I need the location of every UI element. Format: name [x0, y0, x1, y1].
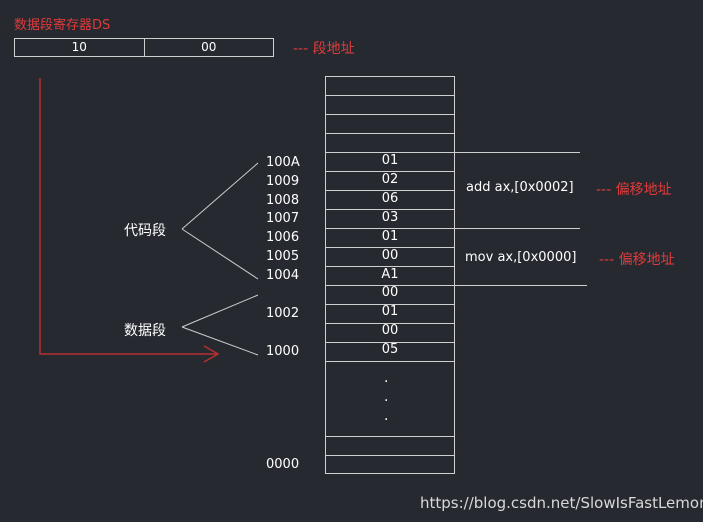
- address-label: 1007: [266, 211, 300, 226]
- memory-divider: [325, 95, 455, 96]
- code-segment-bracket-top: [181, 162, 259, 230]
- base-address-label: 0000: [266, 457, 300, 472]
- ds-register-low-byte: 00: [143, 39, 274, 56]
- memory-divider: [325, 304, 455, 305]
- offset-address-note: --- 偏移地址: [599, 252, 675, 268]
- memory-divider: [325, 133, 455, 134]
- instruction-boundary-top: [325, 152, 580, 153]
- ds-register-label: 数据段寄存器DS: [14, 18, 111, 33]
- address-label: 1000: [266, 344, 300, 359]
- memory-divider: [325, 436, 455, 437]
- segment-address-note: --- 段地址: [293, 41, 355, 57]
- ellipsis-dot: .: [384, 389, 389, 405]
- data-segment-bracket-bottom: [181, 326, 259, 356]
- data-segment-bracket-top: [181, 294, 259, 328]
- ellipsis-dot: .: [384, 408, 389, 424]
- address-label: 100A: [266, 155, 300, 170]
- memory-cell-1005: 00: [381, 248, 399, 263]
- memory-divider: [325, 247, 455, 248]
- code-segment-label: 代码段: [124, 223, 166, 239]
- instruction-mov: mov ax,[0x0000]: [465, 250, 577, 265]
- ds-register-high-byte: 10: [71, 40, 87, 54]
- memory-cell-1008: 06: [381, 191, 399, 206]
- memory-cell-1007: 03: [381, 210, 399, 225]
- watermark-url: https://blog.csdn.net/SlowIsFastLemon: [420, 494, 703, 512]
- memory-cell-1000: 05: [381, 342, 399, 357]
- memory-cell-1002: 01: [381, 304, 399, 319]
- address-label: 1006: [266, 230, 300, 245]
- memory-divider: [325, 266, 455, 267]
- code-segment-bracket-bottom: [181, 228, 259, 280]
- memory-cell-100a: 01: [381, 153, 399, 168]
- memory-divider: [325, 342, 455, 343]
- instruction-boundary-bottom: [325, 285, 587, 286]
- memory-column: [325, 76, 455, 474]
- memory-cell-1001: 00: [381, 323, 399, 338]
- memory-divider: [325, 455, 455, 456]
- memory-divider: [325, 171, 455, 172]
- memory-divider: [325, 209, 455, 210]
- address-label: 1002: [266, 306, 300, 321]
- ds-pointer-arrowhead: [203, 345, 220, 363]
- ellipsis-dot: .: [384, 370, 389, 386]
- data-segment-label: 数据段: [124, 323, 166, 339]
- ds-pointer-arrow: [39, 78, 218, 355]
- memory-cell-1003: 00: [381, 285, 399, 300]
- address-label: 1005: [266, 249, 300, 264]
- memory-cell-1009: 02: [381, 172, 399, 187]
- memory-divider: [325, 114, 455, 115]
- instruction-add: add ax,[0x0002]: [466, 180, 574, 195]
- memory-divider: [325, 190, 455, 191]
- address-label: 1008: [266, 193, 300, 208]
- memory-cell-1006: 01: [381, 229, 399, 244]
- address-label: 1009: [266, 174, 300, 189]
- ds-register-box: 10 00: [14, 38, 274, 57]
- instruction-boundary-middle: [325, 228, 580, 229]
- memory-divider: [325, 323, 455, 324]
- offset-address-note: --- 偏移地址: [596, 182, 672, 198]
- address-label: 1004: [266, 268, 300, 283]
- memory-cell-1004: A1: [381, 267, 399, 282]
- memory-divider: [325, 361, 455, 362]
